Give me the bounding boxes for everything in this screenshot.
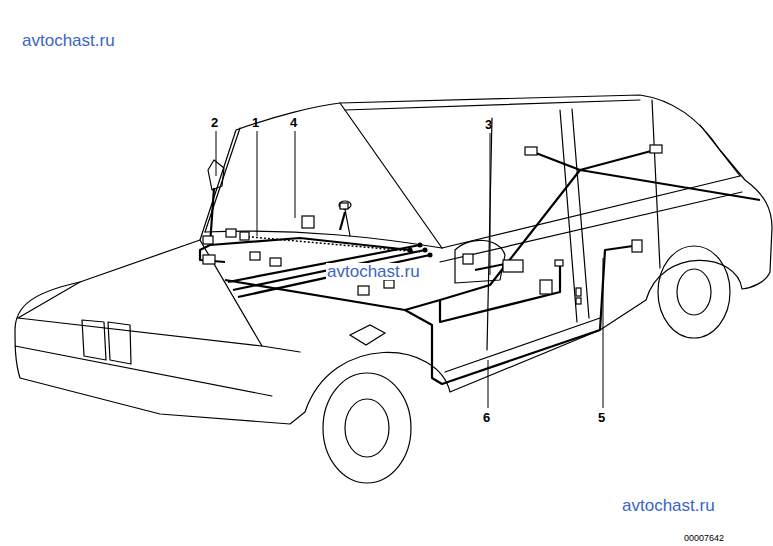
callout-number: 4 [290, 116, 297, 129]
callout-number: 3 [485, 118, 492, 131]
watermark: avtochast.ru [622, 497, 715, 514]
callout-number: 5 [598, 411, 605, 424]
callout-number: 6 [483, 411, 490, 424]
watermark: avtochast.ru [22, 32, 115, 49]
callout-number: 2 [211, 116, 218, 129]
drawing-number: 00007642 [684, 534, 724, 543]
watermark: avtochast.ru [326, 263, 421, 280]
callout-number: 1 [252, 116, 259, 129]
